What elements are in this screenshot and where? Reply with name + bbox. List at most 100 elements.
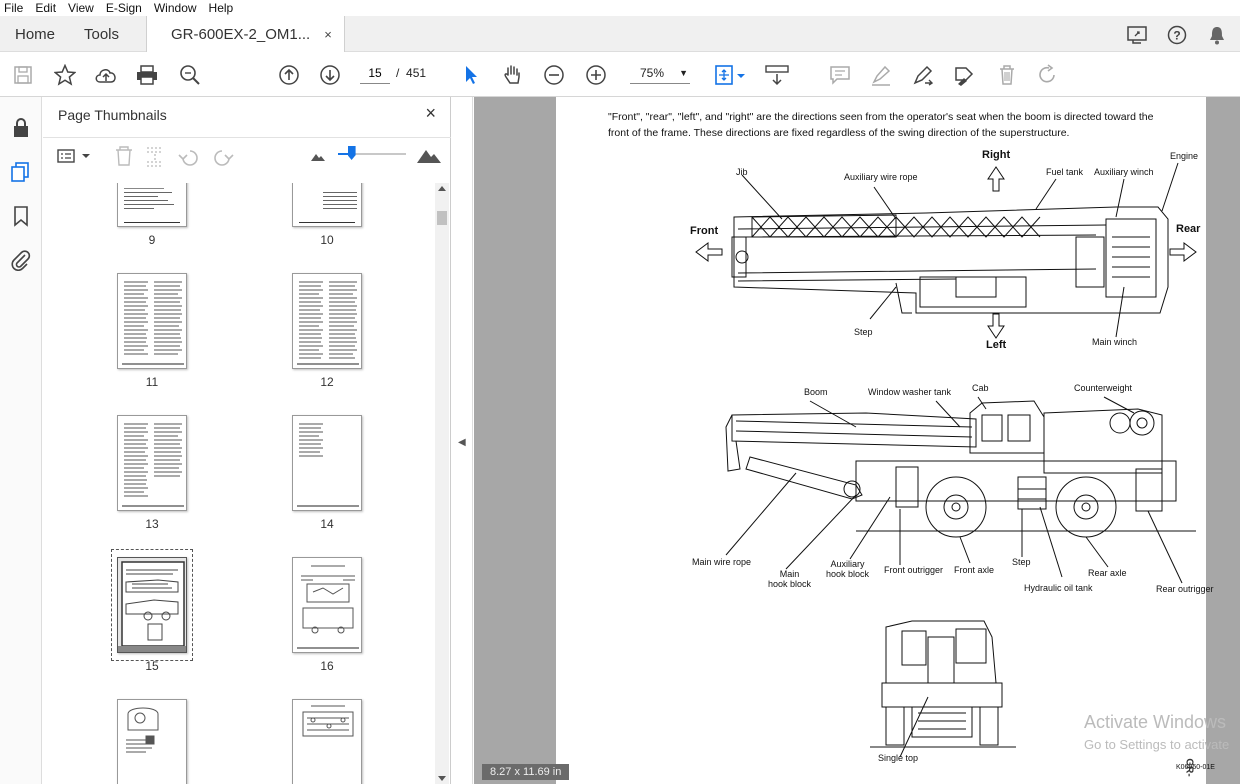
main-toolbar <box>0 52 1240 97</box>
thumbnail-page-16[interactable] <box>292 557 362 653</box>
panel-collapse-handle[interactable]: ◀ <box>451 97 473 784</box>
svg-text:?: ? <box>1173 29 1180 43</box>
thumbnail-page-14[interactable] <box>292 415 362 511</box>
label-aux-winch: Auxiliary winch <box>1094 167 1154 177</box>
mountain-small-icon[interactable] <box>311 154 325 161</box>
label-single-top: Single top <box>878 753 918 763</box>
mountain-large-icon[interactable] <box>417 150 441 163</box>
thumbnail-page-13[interactable] <box>117 415 187 511</box>
help-icon[interactable]: ? <box>1166 24 1188 46</box>
label-rear-outrigger: Rear outrigger <box>1156 584 1214 594</box>
page-separator: / <box>396 66 399 80</box>
label-left: Left <box>986 339 1006 351</box>
thumbnail-page-10[interactable] <box>292 183 362 227</box>
label-front: Front <box>690 225 718 237</box>
scroll-mode-icon[interactable] <box>764 62 790 88</box>
thumbnail-scrollbar[interactable] <box>435 183 449 784</box>
menu-edit[interactable]: Edit <box>35 1 56 15</box>
tab-home[interactable]: Home <box>15 16 55 52</box>
tab-close-icon[interactable]: × <box>324 27 332 42</box>
zoom-in-icon[interactable] <box>583 62 609 88</box>
redo-icon[interactable] <box>1035 62 1061 88</box>
panel-close-icon[interactable]: × <box>425 103 436 124</box>
zoom-search-icon[interactable] <box>177 62 203 88</box>
label-front-outrigger: Front outrigger <box>884 565 943 575</box>
activation-watermark-subtitle: Go to Settings to activate <box>1084 737 1229 752</box>
label-rear-axle: Rear axle <box>1088 568 1127 578</box>
page-size-badge: 8.27 x 11.69 in <box>482 764 569 780</box>
page-thumbnails-icon[interactable] <box>10 161 32 183</box>
sign-icon[interactable] <box>951 62 977 88</box>
label-main-winch: Main winch <box>1092 337 1137 347</box>
label-engine: Engine <box>1170 151 1198 161</box>
rotate-cw-icon[interactable] <box>215 151 233 165</box>
menu-file[interactable]: File <box>4 1 23 15</box>
panel-toolbar <box>43 137 451 175</box>
upload-cloud-icon[interactable] <box>93 62 119 88</box>
thumbnails-panel: Page Thumbnails × 9 <box>43 97 451 784</box>
menu-help[interactable]: Help <box>209 1 234 15</box>
thumbnail-label: 12 <box>292 375 362 389</box>
thumbnail-label: 9 <box>117 233 187 247</box>
menu-bar: File Edit View E-Sign Window Help <box>0 0 1240 16</box>
label-window-washer-tank: Window washer tank <box>868 387 951 397</box>
tab-document[interactable]: GR-600EX-2_OM1... × <box>146 16 345 53</box>
comment-icon[interactable] <box>827 62 853 88</box>
label-jib: Jib <box>736 167 748 177</box>
top-right-icons: ? <box>1126 24 1228 46</box>
label-front-axle: Front axle <box>954 565 994 575</box>
share-screen-icon[interactable] <box>1126 24 1148 46</box>
thumbnail-page-18[interactable] <box>292 699 362 784</box>
save-icon[interactable] <box>10 62 36 88</box>
label-aux-wire-rope: Auxiliary wire rope <box>844 172 918 182</box>
options-menu-icon[interactable] <box>58 150 90 162</box>
thumbnail-page-11[interactable] <box>117 273 187 369</box>
prev-page-icon[interactable] <box>276 62 302 88</box>
thumbnail-page-9[interactable] <box>117 183 187 227</box>
label-main-wire-rope: Main wire rope <box>692 557 751 567</box>
menu-view[interactable]: View <box>68 1 94 15</box>
attachment-icon[interactable] <box>10 249 32 271</box>
zoom-out-icon[interactable] <box>541 62 567 88</box>
delete-icon[interactable] <box>994 62 1020 88</box>
thumbnail-page-17[interactable] <box>117 699 187 784</box>
collapse-arrow-icon: ◀ <box>458 437 466 448</box>
print-icon[interactable] <box>134 62 160 88</box>
draw-pen-icon[interactable] <box>910 62 936 88</box>
next-page-icon[interactable] <box>317 62 343 88</box>
document-viewer[interactable]: "Front", "rear", "left", and "right" are… <box>474 97 1240 784</box>
menu-esign[interactable]: E-Sign <box>106 1 142 15</box>
zoom-value: 75% <box>640 66 664 80</box>
lock-icon[interactable] <box>10 117 32 139</box>
page-edge-text: GR- <box>1184 758 1195 776</box>
tab-bar: Home Tools GR-600EX-2_OM1... × <box>0 16 1240 52</box>
extract-page-icon[interactable] <box>147 148 163 166</box>
page-number-input[interactable] <box>360 62 390 84</box>
tab-tools[interactable]: Tools <box>84 16 119 52</box>
hand-tool-icon[interactable] <box>500 62 526 88</box>
star-icon[interactable] <box>52 62 78 88</box>
thumbnail-page-12[interactable] <box>292 273 362 369</box>
rotate-ccw-icon[interactable] <box>179 151 197 165</box>
label-fuel-tank: Fuel tank <box>1046 167 1083 177</box>
label-cab: Cab <box>972 383 989 393</box>
left-rail <box>0 97 42 784</box>
notification-bell-icon[interactable] <box>1206 24 1228 46</box>
chevron-down-icon: ▼ <box>679 68 688 78</box>
zoom-select[interactable]: 75% ▼ <box>630 62 690 84</box>
activation-watermark-title: Activate Windows <box>1084 712 1226 733</box>
select-cursor-icon[interactable] <box>458 62 484 88</box>
delete-page-icon[interactable] <box>116 147 132 165</box>
fit-page-icon[interactable] <box>712 62 748 88</box>
scrollbar-thumb[interactable] <box>437 211 447 225</box>
document-code: K06950-01E <box>1176 764 1215 771</box>
bookmark-icon[interactable] <box>10 205 32 227</box>
tab-document-title: GR-600EX-2_OM1... <box>171 26 310 43</box>
highlight-pen-icon[interactable] <box>868 62 894 88</box>
thumbnail-size-slider[interactable] <box>338 153 406 155</box>
page-total: / 451 <box>396 66 426 80</box>
panel-title: Page Thumbnails <box>58 107 167 123</box>
menu-window[interactable]: Window <box>154 1 197 15</box>
thumbnail-page-15[interactable] <box>117 557 187 653</box>
page-total-value: 451 <box>406 66 426 80</box>
